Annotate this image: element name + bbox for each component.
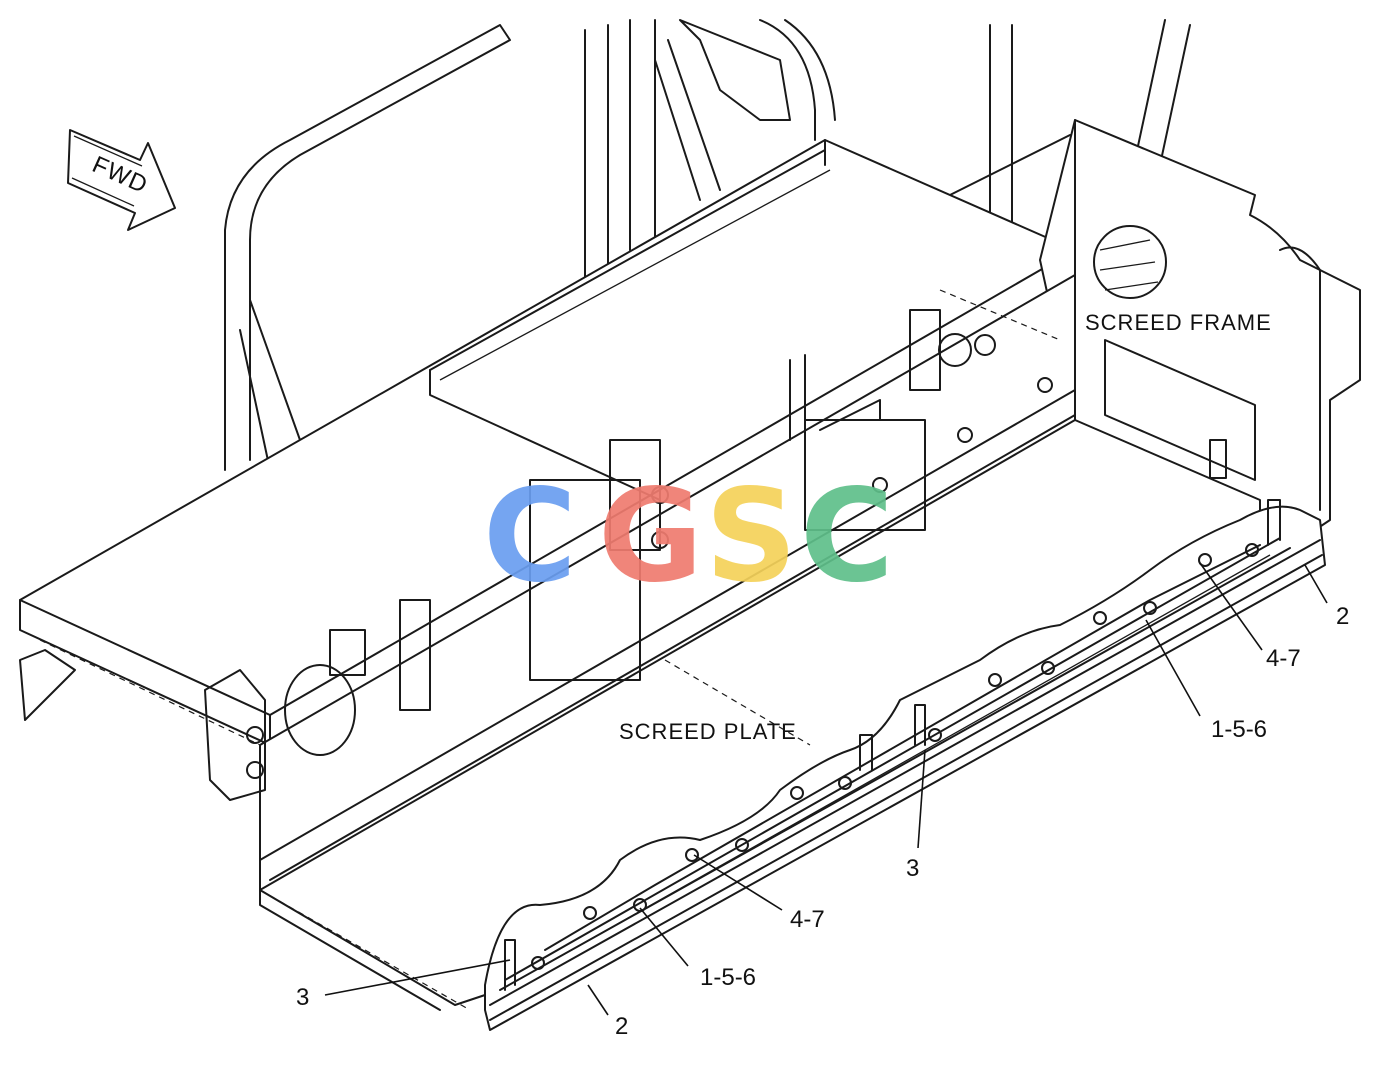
fwd-arrow-icon: FWD xyxy=(67,129,176,231)
callout-4-7-left: 4-7 xyxy=(790,906,825,933)
callout-4-7-right: 4-7 xyxy=(1266,645,1301,672)
callout-leaders xyxy=(324,562,1328,1016)
screed-plate-label: SCREED PLATE xyxy=(619,719,797,744)
callout-3-middle: 3 xyxy=(906,855,919,882)
callout-1-5-6-right: 1-5-6 xyxy=(1211,716,1267,743)
screed-plate-strip xyxy=(484,499,1326,1031)
watermark-logo: C G S C xyxy=(483,462,894,611)
screed-deck xyxy=(19,139,1076,746)
watermark-letter-4: C xyxy=(800,462,894,611)
screed-frame-label: SCREED FRAME xyxy=(1085,310,1272,335)
roll-bar-frame xyxy=(224,19,1191,471)
callout-1-5-6-left: 1-5-6 xyxy=(700,964,756,991)
callout-3-left: 3 xyxy=(296,984,309,1011)
callout-2-left: 2 xyxy=(615,1013,628,1040)
watermark-letter-2: G xyxy=(598,462,703,611)
watermark-letter-3: S xyxy=(705,462,797,611)
callout-2-right: 2 xyxy=(1336,603,1349,630)
hidden-lines xyxy=(39,289,1061,1011)
watermark-letter-1: C xyxy=(483,462,577,611)
internal-components xyxy=(19,309,1053,801)
